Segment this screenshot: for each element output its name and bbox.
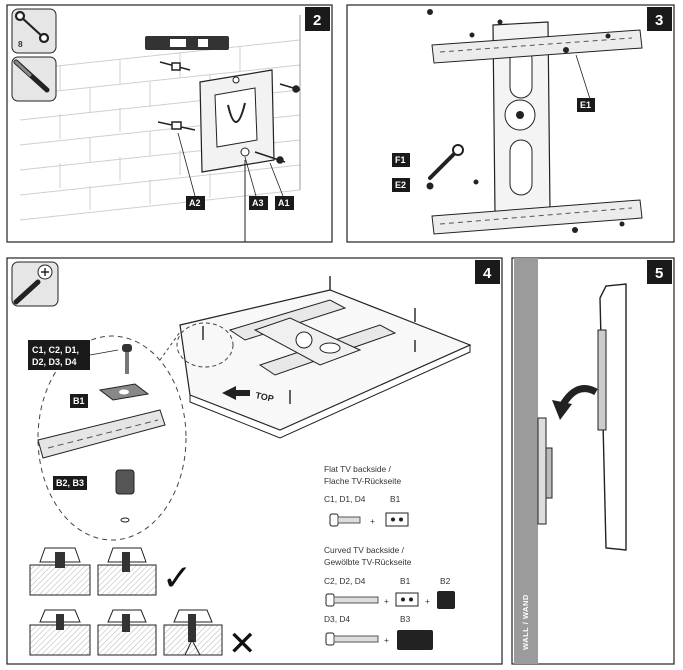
- svg-text:C1, C2, D1,: C1, C2, D1,: [32, 345, 79, 355]
- label-e2: E2: [392, 178, 410, 192]
- label-b1-detail: B1: [70, 394, 88, 408]
- mounting-rails: [431, 29, 643, 235]
- drill-bit-icon: [13, 59, 50, 93]
- wall-bracket: [537, 417, 553, 525]
- detail-callout-circle: [176, 322, 234, 368]
- svg-text:Gewölbte TV-Rückseite: Gewölbte TV-Rückseite: [324, 557, 412, 567]
- svg-text:B2, B3: B2, B3: [56, 478, 84, 488]
- svg-text:B1: B1: [400, 576, 411, 586]
- svg-text:D2, D3, D4: D2, D3, D4: [32, 357, 77, 367]
- panel-4: TOP C1, C2, D1, D2, D3, D4 B1: [6, 257, 503, 665]
- screwdriver-icon: [13, 264, 53, 305]
- top-arrow: TOP: [222, 386, 275, 404]
- svg-text:Curved TV backside /: Curved TV backside /: [324, 545, 405, 555]
- label-a2: A2: [186, 196, 205, 210]
- svg-text:Flache TV-Rückseite: Flache TV-Rückseite: [324, 476, 401, 486]
- brick-wall: [19, 15, 301, 221]
- mounting-plate: [492, 21, 551, 215]
- tv-bracket: [228, 299, 397, 376]
- panel-2-number: 2: [305, 7, 330, 31]
- svg-text:A3: A3: [252, 198, 264, 208]
- label-b2-b3-detail: B2, B3: [53, 476, 87, 490]
- svg-text:3: 3: [655, 12, 663, 29]
- detail-callout-ellipse: [37, 335, 187, 541]
- svg-text:+: +: [384, 596, 389, 606]
- wrench-f1-icon: [428, 144, 464, 180]
- wall-label: WALL / WAND: [521, 594, 530, 650]
- wrench-size-label: 8: [18, 39, 23, 49]
- svg-text:4: 4: [483, 265, 492, 282]
- svg-text:C2, D2, D4: C2, D2, D4: [324, 576, 366, 586]
- svg-text:E1: E1: [580, 100, 591, 110]
- panel-3: E1 F1 E2 3: [346, 4, 675, 243]
- check-mark-icon: ✓: [162, 558, 192, 599]
- svg-text:F1: F1: [395, 155, 406, 165]
- label-e1: E1: [577, 98, 595, 112]
- curved-tv-legend: Curved TV backside / Gewölbte TV-Rücksei…: [324, 545, 455, 650]
- panel-4-number: 4: [475, 260, 500, 284]
- wrench-icon: [14, 10, 50, 44]
- svg-text:Flat TV backside /: Flat TV backside /: [324, 464, 392, 474]
- svg-text:TOP: TOP: [255, 390, 275, 404]
- svg-text:2: 2: [313, 12, 321, 29]
- svg-text:B1: B1: [390, 494, 401, 504]
- panel-5-number: 5: [647, 260, 672, 284]
- tv-side-profile: [597, 283, 627, 551]
- tv-screws: [202, 276, 416, 404]
- detail-spacer-b2: [115, 469, 135, 523]
- svg-text:+: +: [370, 516, 375, 526]
- cross-mark-icon: ✕: [228, 624, 257, 664]
- svg-text:A1: A1: [278, 198, 290, 208]
- mount-correct-examples: ✓: [29, 547, 192, 599]
- panel-5: WALL / WAND 5: [511, 257, 675, 665]
- svg-text:+: +: [425, 596, 430, 606]
- svg-text:A2: A2: [189, 198, 201, 208]
- svg-text:5: 5: [655, 265, 663, 282]
- rail-screws: [426, 9, 625, 233]
- label-a1: A1: [275, 196, 294, 210]
- svg-text:B3: B3: [400, 614, 411, 624]
- svg-text:D3, D4: D3, D4: [324, 614, 350, 624]
- panel-3-number: 3: [647, 7, 672, 31]
- detail-screw: [122, 344, 132, 374]
- mount-wrong-examples: ✕: [29, 609, 257, 664]
- spirit-level: [145, 36, 229, 50]
- rotate-arrow-icon: [552, 385, 598, 420]
- wall-strip: [514, 258, 538, 664]
- label-f1: F1: [392, 153, 410, 167]
- svg-text:B1: B1: [73, 396, 85, 406]
- svg-text:C1, D1, D4: C1, D1, D4: [324, 494, 366, 504]
- svg-text:B2: B2: [440, 576, 451, 586]
- label-screws-c1-d4: C1, C2, D1, D2, D3, D4: [28, 340, 90, 370]
- svg-text:E2: E2: [395, 180, 406, 190]
- panel-2: 8: [6, 4, 333, 243]
- flat-tv-legend: Flat TV backside / Flache TV-Rückseite C…: [324, 464, 409, 527]
- wall-plate: [199, 69, 275, 173]
- label-a3: A3: [249, 196, 268, 210]
- detail-washer-b1: [98, 383, 150, 401]
- detail-rail: [37, 409, 166, 459]
- svg-text:+: +: [384, 635, 389, 645]
- anchor-screws: [157, 61, 301, 242]
